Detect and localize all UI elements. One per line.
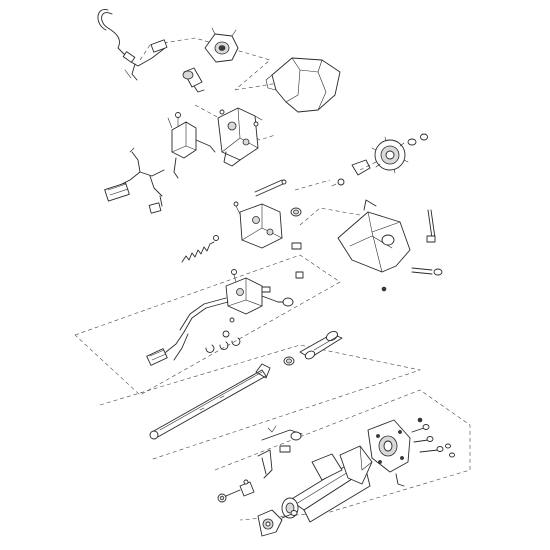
lock-plate [331, 133, 428, 187]
lower-bracket-parts [257, 425, 303, 479]
fasteners [395, 417, 455, 487]
column-housing [217, 107, 263, 167]
retaining-rings [205, 271, 304, 353]
column-cover [265, 57, 341, 113]
lower-coupling [257, 509, 298, 537]
ignition-switch-assembly [167, 112, 216, 179]
mounting-bracket [337, 199, 443, 292]
spring [181, 235, 219, 263]
pivot-pin [254, 179, 287, 197]
upper-shaft [283, 330, 343, 366]
leader-lines [74, 37, 471, 521]
lever-housing [204, 27, 239, 63]
lock-cylinder [182, 67, 205, 93]
housing-mid [233, 201, 302, 250]
sensor-connector [217, 479, 255, 503]
mounting-flange [367, 419, 411, 473]
wiring-harness [104, 147, 165, 214]
multifunction-switch [146, 269, 294, 366]
steering-shaft [149, 363, 271, 440]
turn-signal-cable [97, 9, 168, 81]
